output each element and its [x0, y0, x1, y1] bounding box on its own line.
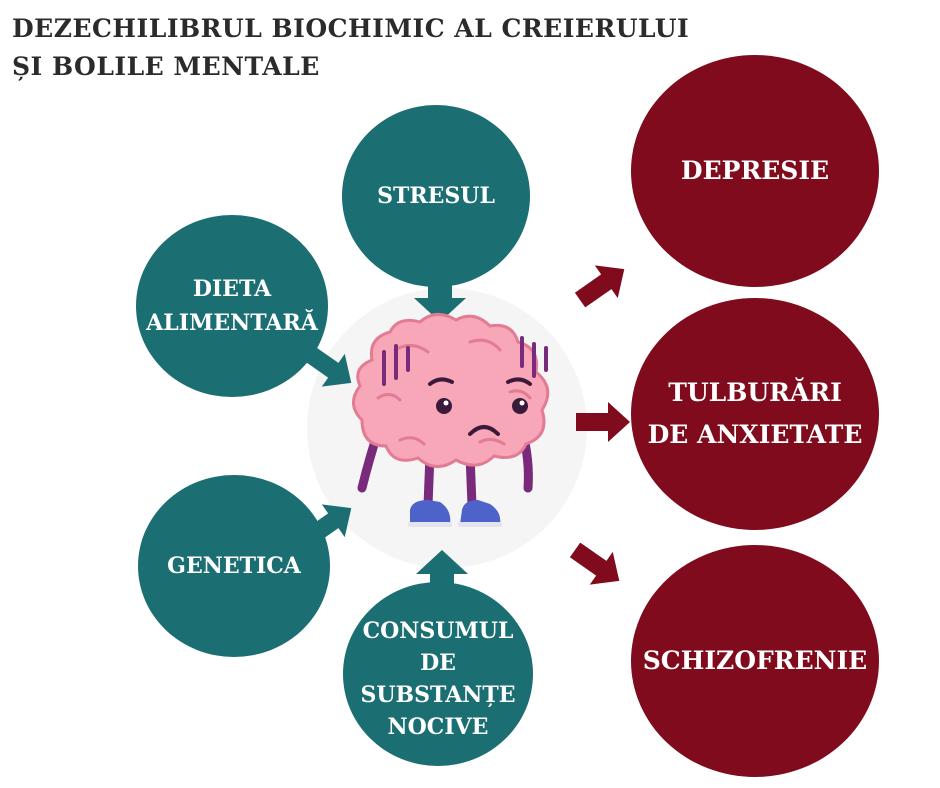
arrow-brain-to-depression	[574, 265, 625, 308]
cause-diet: DIETA ALIMENTARĂ	[136, 215, 328, 397]
cause-stress: STRESUL	[342, 105, 530, 287]
cause-substances-line-3: SUBSTANȚE	[360, 682, 516, 708]
effect-schizophrenia: SCHIZOFRENIE	[631, 545, 879, 777]
cause-diet-line-1: DIETA	[192, 276, 272, 302]
title-line-1: DEZECHILIBRUL BIOCHIMIC AL CREIERULUI	[12, 14, 690, 43]
effect-depression: DEPRESIE	[631, 55, 879, 287]
cause-genetics-label: GENETICA	[167, 553, 301, 579]
effect-anxiety: TULBURĂRI DE ANXIETATE	[631, 298, 879, 530]
arrow-substances-to-brain	[416, 550, 468, 590]
cause-substances-line-2: DE	[420, 650, 456, 676]
cause-substances: CONSUMUL DE SUBSTANȚE NOCIVE	[343, 582, 533, 766]
effect-depression-label: DEPRESIE	[680, 156, 830, 185]
cause-diet-line-2: ALIMENTARĂ	[146, 310, 318, 336]
sad-brain-icon	[352, 313, 550, 527]
effect-anxiety-line-2: DE ANXIETATE	[647, 420, 863, 449]
cause-stress-label: STRESUL	[377, 183, 495, 209]
page-title: DEZECHILIBRUL BIOCHIMIC AL CREIERULUI ȘI…	[12, 10, 772, 86]
arrow-stress-to-brain	[414, 282, 466, 322]
title-line-2: ȘI BOLILE MENTALE	[12, 52, 320, 81]
cause-substances-line-1: CONSUMUL	[362, 618, 514, 644]
arrow-brain-to-anxiety	[576, 402, 630, 442]
arrow-diet-to-brain	[301, 344, 352, 387]
cause-genetics: GENETICA	[138, 475, 330, 657]
effect-anxiety-line-1: TULBURĂRI	[668, 378, 842, 407]
cause-substances-line-4: NOCIVE	[387, 714, 489, 740]
effect-schizophrenia-label: SCHIZOFRENIE	[642, 646, 868, 675]
arrow-brain-to-schizophrenia	[569, 542, 620, 585]
